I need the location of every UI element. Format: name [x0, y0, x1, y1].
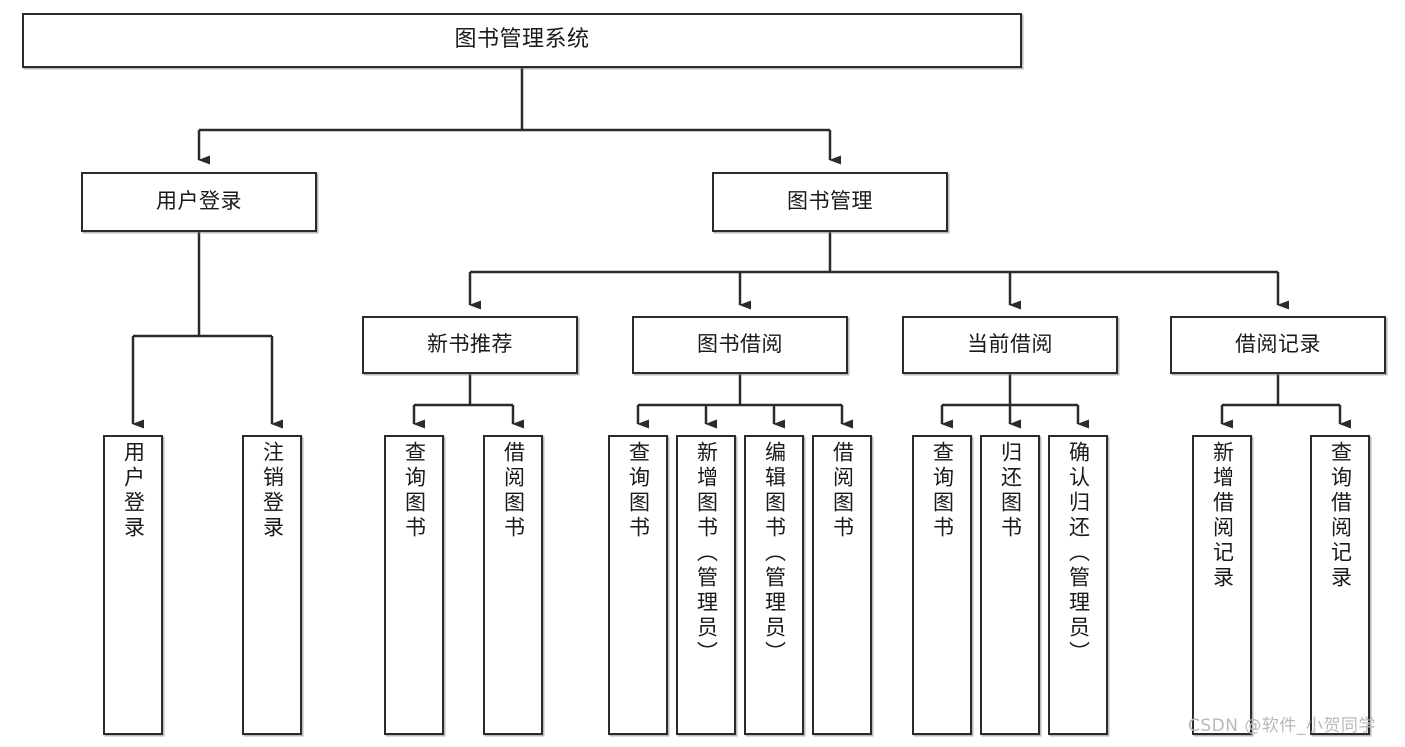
leaf-query-book-current[interactable]: 查询图书	[912, 435, 972, 735]
node-label: 查询借阅记录	[1328, 441, 1353, 591]
leaf-borrow-book[interactable]: 借阅图书	[812, 435, 872, 735]
leaf-query-book-recommend[interactable]: 查询图书	[384, 435, 444, 735]
node-label: 新增图书（管理员）	[694, 441, 719, 666]
leaf-confirm-return[interactable]: 确认归还（管理员）	[1048, 435, 1108, 735]
node-label: 注销登录	[260, 441, 285, 541]
node-label: 图书借阅	[697, 332, 783, 357]
leaf-borrow-book-recommend[interactable]: 借阅图书	[483, 435, 543, 735]
node-label: 归还图书	[998, 441, 1023, 541]
leaf-add-book[interactable]: 新增图书（管理员）	[676, 435, 736, 735]
node-label: 图书管理	[787, 189, 873, 214]
leaf-edit-book[interactable]: 编辑图书（管理员）	[744, 435, 804, 735]
leaf-logout-login[interactable]: 注销登录	[242, 435, 302, 735]
node-label: 用户登录	[121, 441, 146, 541]
node-label: 确认归还（管理员）	[1066, 441, 1091, 666]
node-label: 借阅图书	[501, 441, 526, 541]
node-user-login[interactable]: 用户登录	[81, 172, 317, 232]
leaf-user-login[interactable]: 用户登录	[103, 435, 163, 735]
watermark-text: CSDN @软件_小贺同学	[1188, 716, 1376, 736]
node-label: 当前借阅	[967, 332, 1053, 357]
node-label: 新书推荐	[427, 332, 513, 357]
node-book-management[interactable]: 图书管理	[712, 172, 948, 232]
node-label: 查询图书	[402, 441, 427, 541]
leaf-return-book[interactable]: 归还图书	[980, 435, 1040, 735]
node-borrow-record[interactable]: 借阅记录	[1170, 316, 1386, 374]
leaf-query-book-borrow[interactable]: 查询图书	[608, 435, 668, 735]
node-label: 借阅记录	[1235, 332, 1321, 357]
node-label: 查询图书	[930, 441, 955, 541]
leaf-add-borrow-record[interactable]: 新增借阅记录	[1192, 435, 1252, 735]
node-label: 新增借阅记录	[1210, 441, 1235, 591]
node-book-borrow[interactable]: 图书借阅	[632, 316, 848, 374]
node-current-borrow[interactable]: 当前借阅	[902, 316, 1118, 374]
node-new-book-recommend[interactable]: 新书推荐	[362, 316, 578, 374]
node-label: 借阅图书	[830, 441, 855, 541]
node-label: 图书管理系统	[454, 27, 590, 53]
node-label: 用户登录	[156, 189, 242, 214]
leaf-query-borrow-record[interactable]: 查询借阅记录	[1310, 435, 1370, 735]
node-label: 编辑图书（管理员）	[762, 441, 787, 666]
node-root-book-management-system[interactable]: 图书管理系统	[22, 13, 1022, 68]
node-label: 查询图书	[626, 441, 651, 541]
